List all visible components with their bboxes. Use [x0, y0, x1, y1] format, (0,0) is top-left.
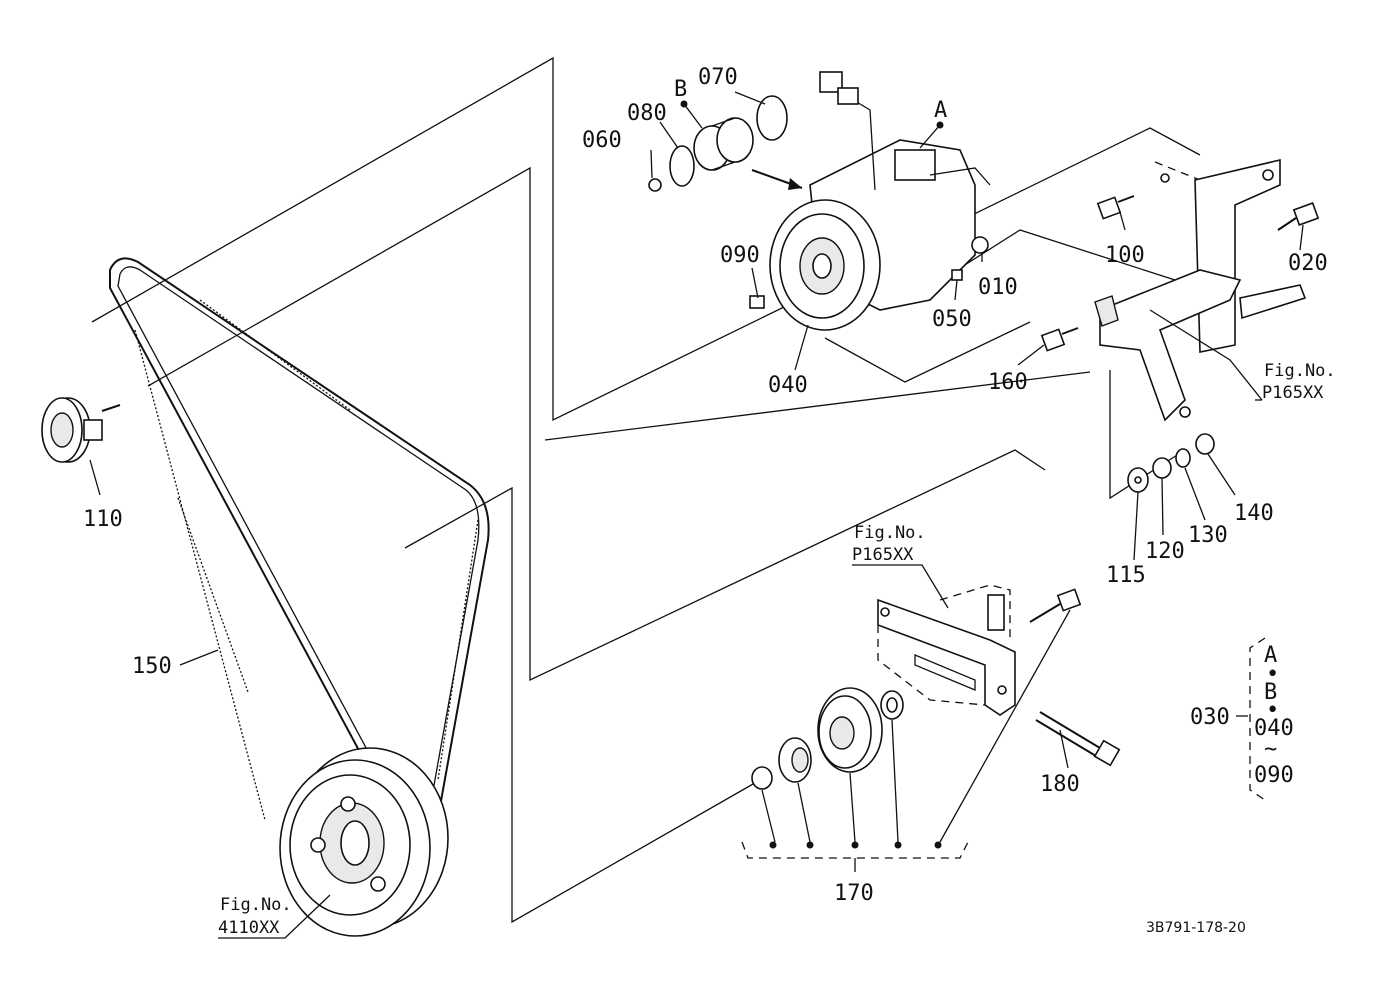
label-110: 110: [83, 507, 123, 532]
label-mark-b: B: [674, 77, 687, 102]
kit-170-group: [741, 609, 1071, 872]
label-160: 160: [988, 370, 1028, 395]
kit-030-block: 030 A • B • 040 ~ 090: [1190, 643, 1294, 788]
label-180: 180: [1040, 772, 1080, 797]
bolt-180[interactable]: [1035, 711, 1121, 767]
label-leaders: [89, 91, 1304, 939]
kit-030-line3: 040: [1254, 716, 1294, 741]
label-070: 070: [698, 65, 738, 90]
bracket-upper[interactable]: [1094, 158, 1307, 422]
bolts-upper[interactable]: [1040, 195, 1320, 352]
washers-115-140[interactable]: [1127, 433, 1215, 493]
kit-030-label: 030: [1190, 705, 1230, 730]
label-140: 140: [1234, 501, 1274, 526]
label-mark-a: A: [934, 98, 947, 123]
fig-ref-label-crank: Fig.No.: [220, 895, 292, 915]
kit-030-tilde: ~: [1264, 737, 1277, 762]
fig-ref-label-top: Fig.No.: [1264, 361, 1336, 381]
label-010: 010: [978, 275, 1018, 300]
reference-lines: [91, 56, 1201, 924]
label-170: 170: [834, 881, 874, 906]
tension-bolt[interactable]: [1029, 588, 1082, 623]
kit-030-line4: 090: [1254, 763, 1294, 788]
fig-ref-mid: P165XX: [852, 545, 914, 565]
tension-pulley-170[interactable]: [751, 687, 904, 790]
label-060: 060: [582, 128, 622, 153]
label-080: 080: [627, 101, 667, 126]
fig-ref-crank: 4110XX: [218, 918, 280, 938]
crank-pulley[interactable]: [279, 747, 449, 937]
kit-030-line2: B: [1264, 680, 1277, 705]
v-belt-150[interactable]: [109, 257, 490, 872]
fig-ref-label-mid: Fig.No.: [854, 523, 926, 543]
label-020: 020: [1288, 251, 1328, 276]
drawing-code: 3B791-178-20: [1146, 920, 1246, 936]
label-130: 130: [1188, 523, 1228, 548]
label-120: 120: [1145, 539, 1185, 564]
kit-030-line1: A: [1264, 643, 1277, 668]
label-100: 100: [1105, 243, 1145, 268]
kit-030-dot1: •: [1266, 662, 1279, 687]
label-090: 090: [720, 243, 760, 268]
kit-030-dot2: •: [1266, 698, 1279, 723]
label-150: 150: [132, 654, 172, 679]
label-040: 040: [768, 373, 808, 398]
fig-ref-callouts: Fig.No. P165XX Fig.No. P165XX Fig.No. 41…: [218, 361, 1336, 938]
part-labels: 060 080 B 070 A 090 010 050 040 100 020 …: [83, 65, 1328, 906]
compressor-040[interactable]: [751, 71, 991, 331]
fig-ref-top: P165XX: [1262, 383, 1324, 403]
kit-030-bracket: [1236, 637, 1266, 801]
tensioner-bracket[interactable]: [877, 584, 1016, 716]
label-115: 115: [1106, 563, 1146, 588]
label-050: 050: [932, 307, 972, 332]
idler-pulley-110[interactable]: [41, 397, 121, 463]
compressor-small-parts[interactable]: [648, 95, 989, 309]
